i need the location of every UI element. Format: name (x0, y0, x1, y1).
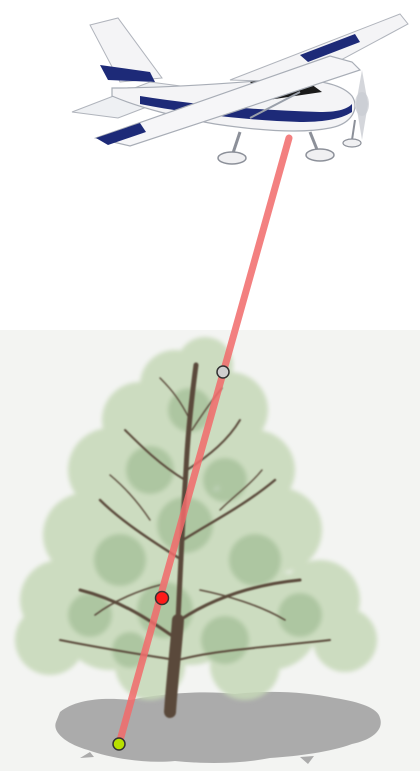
airplane (72, 14, 408, 164)
intermediate-return-point (156, 592, 169, 605)
first-return-point (217, 366, 229, 378)
last-return-point (113, 738, 125, 750)
